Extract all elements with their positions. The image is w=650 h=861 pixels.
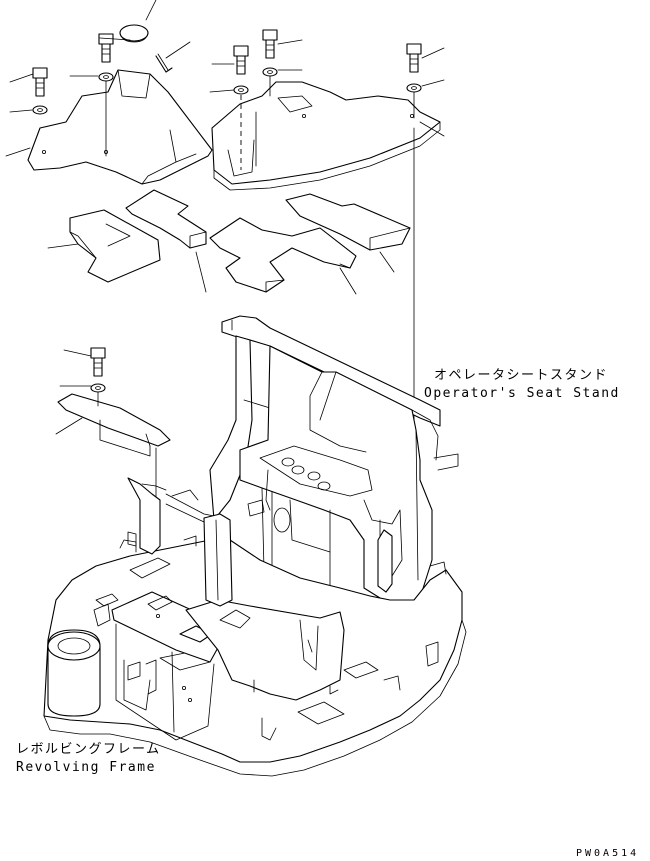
washer-icon [98,72,114,82]
right-cover-plate [211,81,441,191]
bolt-icon [98,33,114,63]
foam-pad-left [69,209,161,283]
washer-icon [32,105,48,115]
washer-icon [406,83,422,93]
bracket-plate [57,393,171,457]
frame-label-en: Revolving Frame [16,760,156,775]
bolt-icon [90,347,106,377]
foam-pad-right [285,193,411,251]
foam-pad-center-left [125,189,207,249]
bolt-icon [262,29,278,59]
foam-pad-center [209,217,357,293]
washer-icon [90,383,106,393]
cap-icon [119,24,149,43]
bolt-icon [32,67,48,97]
pin-icon [155,53,173,73]
bolt-icon [406,43,422,73]
drawing-code: PW0A514 [576,848,640,859]
bolt-icon [233,45,249,75]
left-cover-plate [27,69,213,185]
seat-stand-label-en: Operator's Seat Stand [424,386,620,401]
leader-lines [5,0,445,435]
revolving-frame [43,477,467,777]
washer-icon [233,85,249,95]
seat-stand-label-jp: オペレータシートスタンド [434,368,609,383]
frame-label-jp: レボルビングフレーム [16,742,161,757]
washer-icon [262,67,278,77]
